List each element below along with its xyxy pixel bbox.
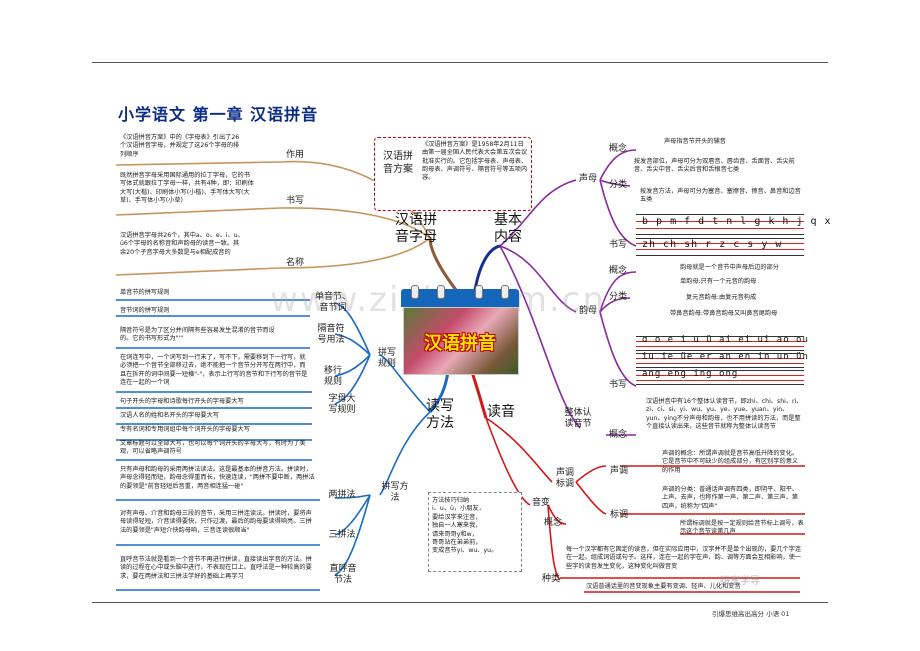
calendar-ring-icon: [501, 285, 509, 299]
shengdiao-bd-text: 所谓标调就是按一定规则给音节标上调号，表示这个音节读第几声: [680, 520, 804, 536]
rule-text-daxie-4: 文章标题可以全部大写，也可以每个词开头的字母大写，有时为了美观，可以省略声调符号: [120, 440, 306, 456]
callout-box: [374, 137, 532, 211]
bottom-rule: [92, 602, 828, 603]
zhengti-gainian-label: 概念: [608, 430, 627, 440]
shengdiao-sd-label: 声调: [609, 466, 628, 476]
yinbian-label: 音变: [531, 498, 550, 508]
shengmu-writing-staff: b p m f d t n l g k h j q x zh ch sh r z…: [636, 212, 831, 256]
shengmu-row-2: zh ch sh r z c s y w: [642, 239, 783, 250]
yunmu-fenlei-text-1: 单韵母:只有一个元音的韵母: [680, 278, 757, 285]
shengdiao-sd-text-1: 声调的概念：所谓声调就是音节高低升降的变化。它是音节中不可缺少的组成部分，有区别…: [662, 450, 799, 474]
calendar-ring-icon: [411, 285, 419, 299]
shengmu-gainian-label: 概念: [608, 144, 627, 154]
yunmu-fenlei-text-2: 复元音韵母:由复元音构成: [686, 294, 757, 301]
shengmu-fenlei-text-2: 按发音方法，声母可分为塞音、塞擦音、擦音、鼻音和边音五类: [640, 188, 801, 204]
zhengti-gainian-text: 汉语拼音中有16个整体认读音节，即zhi、chi、shi、ri、zi、ci、si…: [646, 398, 803, 430]
method-label-sanpin: 三拼法: [328, 530, 356, 540]
tips-box: [428, 492, 522, 572]
zuoyong-label: 作用: [285, 150, 304, 160]
branch-jiben-neirong: 基本 内容: [494, 212, 522, 245]
yunmu-shuxie-label: 书写: [608, 380, 627, 390]
method-text-sanpin: 对有声母、介音和韵母三段的音节，采用三拼连读法。拼读时，要将声母读得轻短，介音读…: [120, 510, 312, 534]
calendar-photo: [403, 307, 519, 375]
rule-text-yinjieci: 音节词的拼写规则: [120, 307, 170, 314]
yunmu-fenlei-label: 分类: [608, 292, 627, 302]
rule-text-yihang: 在词连写中，一个词写到一行末了，写不下，需要移到下一行写，就必须把一个音节全部移…: [120, 354, 308, 386]
branch-hanyu-zimu: 汉语拼 音字母: [395, 212, 437, 245]
branch-duxie-fangfa: 读写 方法: [426, 398, 454, 431]
shengdiao-label: 声调 标调: [555, 468, 574, 489]
method-text-liangpin: 只有声母和韵母的采用两拼法读法。这是最基本的拼音方法。拼读时，声母念得轻而短，韵…: [120, 466, 315, 490]
shengmu-row-1: b p m f d t n l g k h j q x: [642, 216, 832, 227]
yunmu-gainian-label: 概念: [608, 266, 627, 276]
rule-label-danyinjie: 单音节、 音节词: [314, 292, 351, 313]
pinxie-fangfa-label: 拼写方 法: [381, 482, 409, 503]
yinbian-zhonglei-label: 种类: [541, 574, 560, 584]
shengdiao-bd-label: 标调: [609, 510, 628, 520]
center-title: 汉语拼音: [424, 333, 496, 354]
shuxie-text: 既然拼音字母采用国际通用的拉丁字母，它的书写体式就跟拉丁字母一样，共有4种，即：…: [120, 172, 254, 204]
branch-duyin: 读音: [487, 404, 515, 420]
center-calendar-image: 汉语拼音: [401, 285, 519, 377]
yinbian-gainian-label: 概念: [543, 518, 562, 528]
shengmu-shuxie-label: 书写: [608, 240, 627, 250]
zuoyong-text: 《汉语拼音方案》中的《字母表》引出了26个汉语拼音字母，并规定了这26个字母的排…: [120, 134, 240, 158]
rule-label-daxie: 字母大 写规则: [328, 394, 356, 415]
yunmu-row-3: ang eng ing ong: [642, 369, 739, 379]
zhengti-label: 整体认 读音节: [564, 408, 592, 429]
pinxie-guize-label: 拼写 规则: [377, 348, 396, 369]
callout-heading: 汉语拼 音方案: [383, 151, 413, 175]
rule-text-geyin: 隔音符号是为了区分并间隔有些容易发生混淆的音节而设的。它的书写形式为"'": [120, 327, 275, 343]
method-label-zhihu: 直呼音 节法: [329, 564, 357, 585]
shuxie-label: 书写: [285, 196, 304, 206]
calendar-ring-icon: [437, 285, 445, 299]
tips-text: 方法技巧归纳 i、u、ü，小朋友， 要给汉字来注音， 独自一人寒来我， 请来哥哥…: [432, 497, 498, 555]
yunmu-label: 韵母: [578, 306, 597, 316]
yinbian-zhonglei-text: 汉语普通话里的音变现象主要有变调、轻声、儿化和变音: [586, 583, 741, 590]
stamp-watermark: 嗨享学导: [720, 576, 760, 587]
rule-text-daxie-1: 句子开头的字母和诗歌每行开头的字母要大写: [120, 398, 244, 405]
yunmu-row-2: iu ie üe er an en in un ün: [642, 352, 809, 362]
shengmu-fenlei-label: 分类: [608, 180, 627, 190]
yunmu-gainian-text: 韵母就是一个音节中声母后边的部分: [680, 264, 779, 271]
rule-text-daxie-2: 汉语人名的姓和名开头的字母要大写: [120, 412, 219, 419]
yunmu-row-1: ɑ o e i u ü ai ei ui ao ou: [642, 335, 809, 345]
shengmu-label: 声母: [578, 174, 597, 184]
calendar-ring-icon: [475, 285, 483, 299]
mingcheng-text: 汉语拼音字母共26个，其中a、o、e、i、u、ü6个字母的名称音和声韵母的读音一…: [120, 232, 244, 256]
method-label-liangpin: 两拼法: [328, 490, 356, 500]
top-rule: [92, 62, 828, 63]
mingcheng-label: 名称: [285, 258, 304, 268]
yunmu-writing-staff: ɑ o e i u ü ai ei ui ao ou iu ie üe er a…: [636, 334, 808, 386]
shengmu-gainian-text: 声母指音节开头的辅音: [664, 138, 726, 145]
shengmu-fenlei-text-1: 按发音部位，声母可分为双唇音、唇齿音、舌面音、舌尖前音、舌尖中音、舌尖后音和舌根…: [634, 158, 795, 174]
callout-text: 《汉语拼音方案》是1958年2月11日由第一届全国人民代表大会第五次会议批准实行…: [422, 141, 528, 182]
shengdiao-sd-text-2: 声调的分类：普通话声调有四类，即阴平、阳平、上声、去声，也称作第一声、第二声、第…: [662, 486, 799, 510]
page-title: 小学语文 第一章 汉语拼音: [118, 105, 319, 124]
rule-label-yihang: 移行 规则: [323, 366, 342, 387]
yinbian-gainian-text: 每一个汉字都有它固定的读音，但在实际应用中，汉字并不是单个出现的，要几个字连在一…: [566, 546, 802, 570]
rule-label-geyin: 隔音符 号用法: [317, 324, 345, 345]
rule-text-danyinjie: 单音节的拼写规则: [120, 289, 170, 296]
yunmu-fenlei-text-3: 带鼻音韵母:带鼻音韵母又叫鼻音尾韵母: [670, 310, 778, 317]
method-text-zhihu: 直呼音节法就是看到一个音节不再进行拼读，直接读出字音的方法。拼读的过程在心中或头…: [120, 556, 312, 580]
calendar-header: [401, 289, 519, 307]
rule-text-daxie-3: 专有名词和专用词组中每个词开头的字母要大写: [120, 426, 250, 433]
page-footer: 引爆思维高出高分 小语 01: [712, 610, 790, 618]
